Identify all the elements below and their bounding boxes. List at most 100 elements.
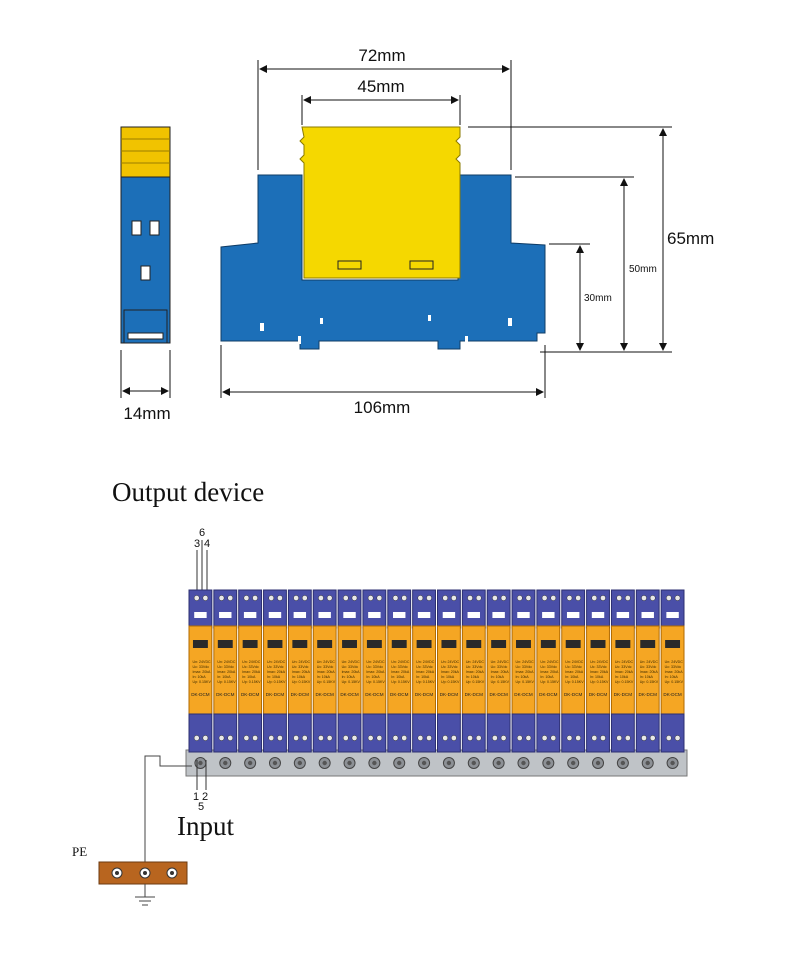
rail-bolt-center — [347, 760, 352, 766]
module-screw — [193, 735, 200, 741]
module-spec-text: Up: 0.15KV — [540, 680, 559, 684]
dim-72-label: 72mm — [358, 46, 405, 65]
module-screw — [193, 595, 200, 601]
module-spec-text: Uc: 33Vdc — [565, 665, 582, 669]
module-top-base — [486, 589, 511, 629]
module-screw — [566, 735, 573, 741]
module-spec-text: Up: 0.15KV — [267, 680, 286, 684]
module-screw — [293, 735, 299, 741]
module-screw — [674, 735, 681, 741]
module-top-base — [238, 589, 263, 629]
rail-bolt-center — [521, 760, 526, 766]
module-top-base — [536, 589, 561, 629]
module-top-base — [337, 589, 362, 629]
dim-side-width-label: 14mm — [123, 404, 170, 423]
module-slot — [368, 612, 381, 618]
pe-wire — [144, 755, 192, 871]
module-logo — [217, 640, 233, 648]
module-top-base — [387, 589, 412, 629]
module-screw — [649, 595, 656, 601]
module-model-text: DK-DCM — [465, 692, 484, 697]
module-screw — [376, 595, 383, 601]
module-screw — [442, 595, 449, 601]
module-spec-text: In: 10kA — [540, 675, 554, 679]
module-screw — [541, 595, 548, 601]
module-spec-text: Up: 0.15KV — [242, 680, 261, 684]
module-slot — [243, 612, 257, 618]
module-screw — [351, 595, 358, 601]
module-spec-text: Un: 24VDC — [267, 660, 286, 664]
module-slot — [293, 612, 307, 618]
module-top-base — [412, 589, 436, 629]
module-screw — [301, 595, 308, 601]
module-screw — [392, 735, 399, 741]
module-spec-text: Up: 0.15KV — [615, 680, 634, 684]
module-spec-text: Uc: 33Vdc — [342, 665, 359, 669]
module-spec-text: Un: 24VDC — [590, 660, 609, 664]
module-logo — [565, 640, 581, 648]
rail-bolt-center — [247, 760, 253, 766]
module-screw — [293, 595, 299, 601]
module-spec-text: Up: 0.15KV — [192, 680, 211, 684]
module-slot — [641, 612, 654, 618]
module-logo — [590, 640, 606, 648]
module-screw — [318, 735, 324, 741]
module-spec-text: Imax: 20kA — [366, 670, 385, 674]
module-bottom-base — [213, 713, 238, 753]
module-spec-text: Imax: 20kA — [665, 670, 684, 674]
terminal-3-label: 3 — [194, 538, 200, 550]
module-screw — [268, 595, 275, 601]
module-top-base — [437, 589, 461, 629]
module-slot — [492, 612, 505, 618]
module-screw — [641, 595, 647, 601]
din-rail — [185, 749, 688, 777]
module-screw — [342, 595, 349, 601]
module-model-text: DK-DCM — [216, 692, 235, 697]
module-screw — [218, 735, 225, 741]
module-logo — [516, 640, 531, 648]
module-screw — [665, 595, 672, 601]
module-slot — [417, 612, 431, 618]
module-screw — [575, 595, 581, 601]
module-slot — [666, 612, 679, 618]
module-top-base — [586, 589, 610, 629]
module-spec-text: Up: 0.15KV — [217, 680, 236, 684]
module-screw — [417, 595, 424, 601]
module-spec-text: In: 10kA — [292, 675, 306, 679]
module-model-text: DK-DCM — [241, 692, 260, 697]
rail-bolt-center — [620, 760, 626, 766]
module-screw — [591, 595, 598, 601]
module-spec-text: Uc: 33Vdc — [491, 665, 508, 669]
module-top-base — [511, 589, 536, 629]
module-bottom-base — [362, 713, 387, 753]
module-top-base — [561, 589, 586, 629]
module-spec-text: Uc: 33Vdc — [217, 665, 234, 669]
module-screw — [268, 735, 275, 741]
module-spec-text: Uc: 33Vdc — [192, 665, 209, 669]
module-model-text: DK-DCM — [639, 692, 658, 697]
module-screw — [326, 735, 333, 741]
terminal-5-label: 5 — [198, 801, 204, 813]
module-screw — [674, 595, 681, 601]
pe-label: PE — [72, 844, 87, 859]
module-model-text: DK-DCM — [564, 692, 583, 697]
module-spec-text: Uc: 33Vdc — [466, 665, 483, 669]
module-bottom-base — [486, 713, 511, 753]
module-slot — [393, 612, 406, 618]
module-spec-text: In: 10kA — [665, 675, 679, 679]
module-screw — [541, 735, 548, 741]
module-top-base — [312, 589, 337, 629]
module-spec-text: Up: 0.15KV — [516, 680, 535, 684]
module-spec-text: Imax: 20kA — [540, 670, 559, 674]
module-model-text: DK-DCM — [440, 692, 459, 697]
module-logo — [416, 640, 432, 648]
module-spec-text: Up: 0.15KV — [565, 680, 584, 684]
module-screw — [525, 735, 532, 741]
module-spec-text: Imax: 20kA — [615, 670, 634, 674]
module-spec-text: Uc: 33Vdc — [516, 665, 533, 669]
dim-45-label: 45mm — [357, 77, 404, 96]
module-spec-text: In: 10kA — [590, 675, 604, 679]
